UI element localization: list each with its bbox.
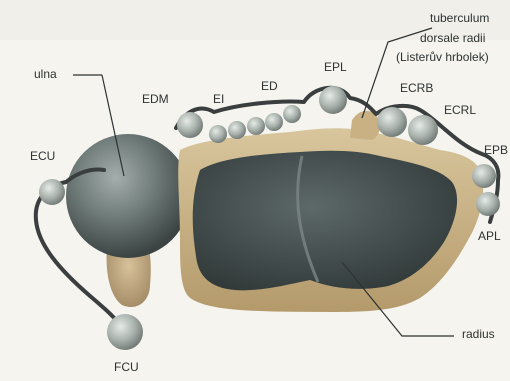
tendon-edm <box>177 112 203 138</box>
label-epl: EPL <box>324 61 347 74</box>
label-tuberculum-line1: tuberculum <box>430 12 489 25</box>
label-ei: EI <box>213 93 224 106</box>
tendon-ei <box>209 125 227 143</box>
label-ed: ED <box>261 80 278 93</box>
label-ecrl: ECRL <box>444 104 476 117</box>
label-radius: radius <box>462 328 495 341</box>
tendon-epb <box>472 164 496 188</box>
tendon-ecrl <box>408 115 438 145</box>
tendon-ecu <box>39 179 65 205</box>
label-tuberculum-line3: (Listerův hrbolek) <box>396 51 489 64</box>
tendon-epl <box>319 86 347 114</box>
label-fcu: FCU <box>114 361 139 374</box>
tendon-ed-4 <box>283 105 301 123</box>
tendon-fcu <box>107 314 143 350</box>
tendon-ed-2 <box>247 117 265 135</box>
label-epb: EPB <box>484 144 508 157</box>
radius-marrow <box>193 151 457 291</box>
tendon-ed-1 <box>228 121 246 139</box>
tendon-apl <box>476 192 500 216</box>
label-ulna: ulna <box>34 68 57 81</box>
tendon-ecrb <box>377 107 407 137</box>
label-edm: EDM <box>142 93 169 106</box>
label-ecrb: ECRB <box>400 82 433 95</box>
label-ecu: ECU <box>30 150 55 163</box>
label-tuberculum-line2: dorsale radii <box>420 32 485 45</box>
label-apl: APL <box>478 230 501 243</box>
ulna-bone <box>66 134 190 258</box>
tendon-ed-3 <box>265 113 283 131</box>
